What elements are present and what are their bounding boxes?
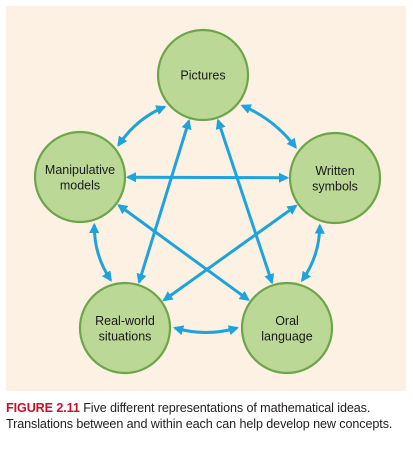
arrow-pictures-real-world-situations — [136, 118, 192, 285]
node-label-pictures: Pictures — [180, 69, 225, 83]
node-circle-real-world-situations — [78, 281, 172, 375]
node-label-manipulative-models: models — [60, 178, 100, 192]
node-circle-pictures — [156, 28, 250, 122]
node-pictures: Pictures — [156, 28, 250, 122]
arrow-written-symbols-oral-language — [300, 223, 325, 283]
arrow-written-symbols-real-world-situations — [162, 204, 298, 302]
node-circle-written-symbols — [288, 131, 382, 225]
figure-caption: FIGURE 2.11 Five different representatio… — [6, 400, 408, 432]
node-circle-manipulative-models — [33, 130, 127, 224]
arrow-real-world-situations-oral-language — [173, 325, 239, 336]
arrow-pictures-oral-language — [215, 118, 275, 285]
arrow-pictures-manipulative-models — [117, 105, 167, 147]
node-label-manipulative-models: Manipulative — [45, 163, 115, 177]
connections-layer — [89, 104, 325, 336]
node-label-written-symbols: Written — [315, 164, 354, 178]
arrow-pictures-written-symbols — [240, 104, 297, 149]
node-circle-oral-language — [240, 281, 334, 375]
arrow-manipulative-models-real-world-situations — [89, 222, 112, 282]
caption-text: Five different representations of mathem… — [6, 401, 393, 431]
node-label-oral-language: Oral — [275, 314, 299, 328]
arrow-manipulative-models-written-symbols — [125, 172, 290, 183]
node-label-written-symbols: symbols — [312, 179, 358, 193]
node-label-real-world-situations: Real-world — [95, 314, 155, 328]
node-label-oral-language: language — [261, 329, 312, 343]
node-label-real-world-situations: situations — [99, 329, 152, 343]
figure-label: FIGURE 2.11 — [6, 401, 80, 415]
